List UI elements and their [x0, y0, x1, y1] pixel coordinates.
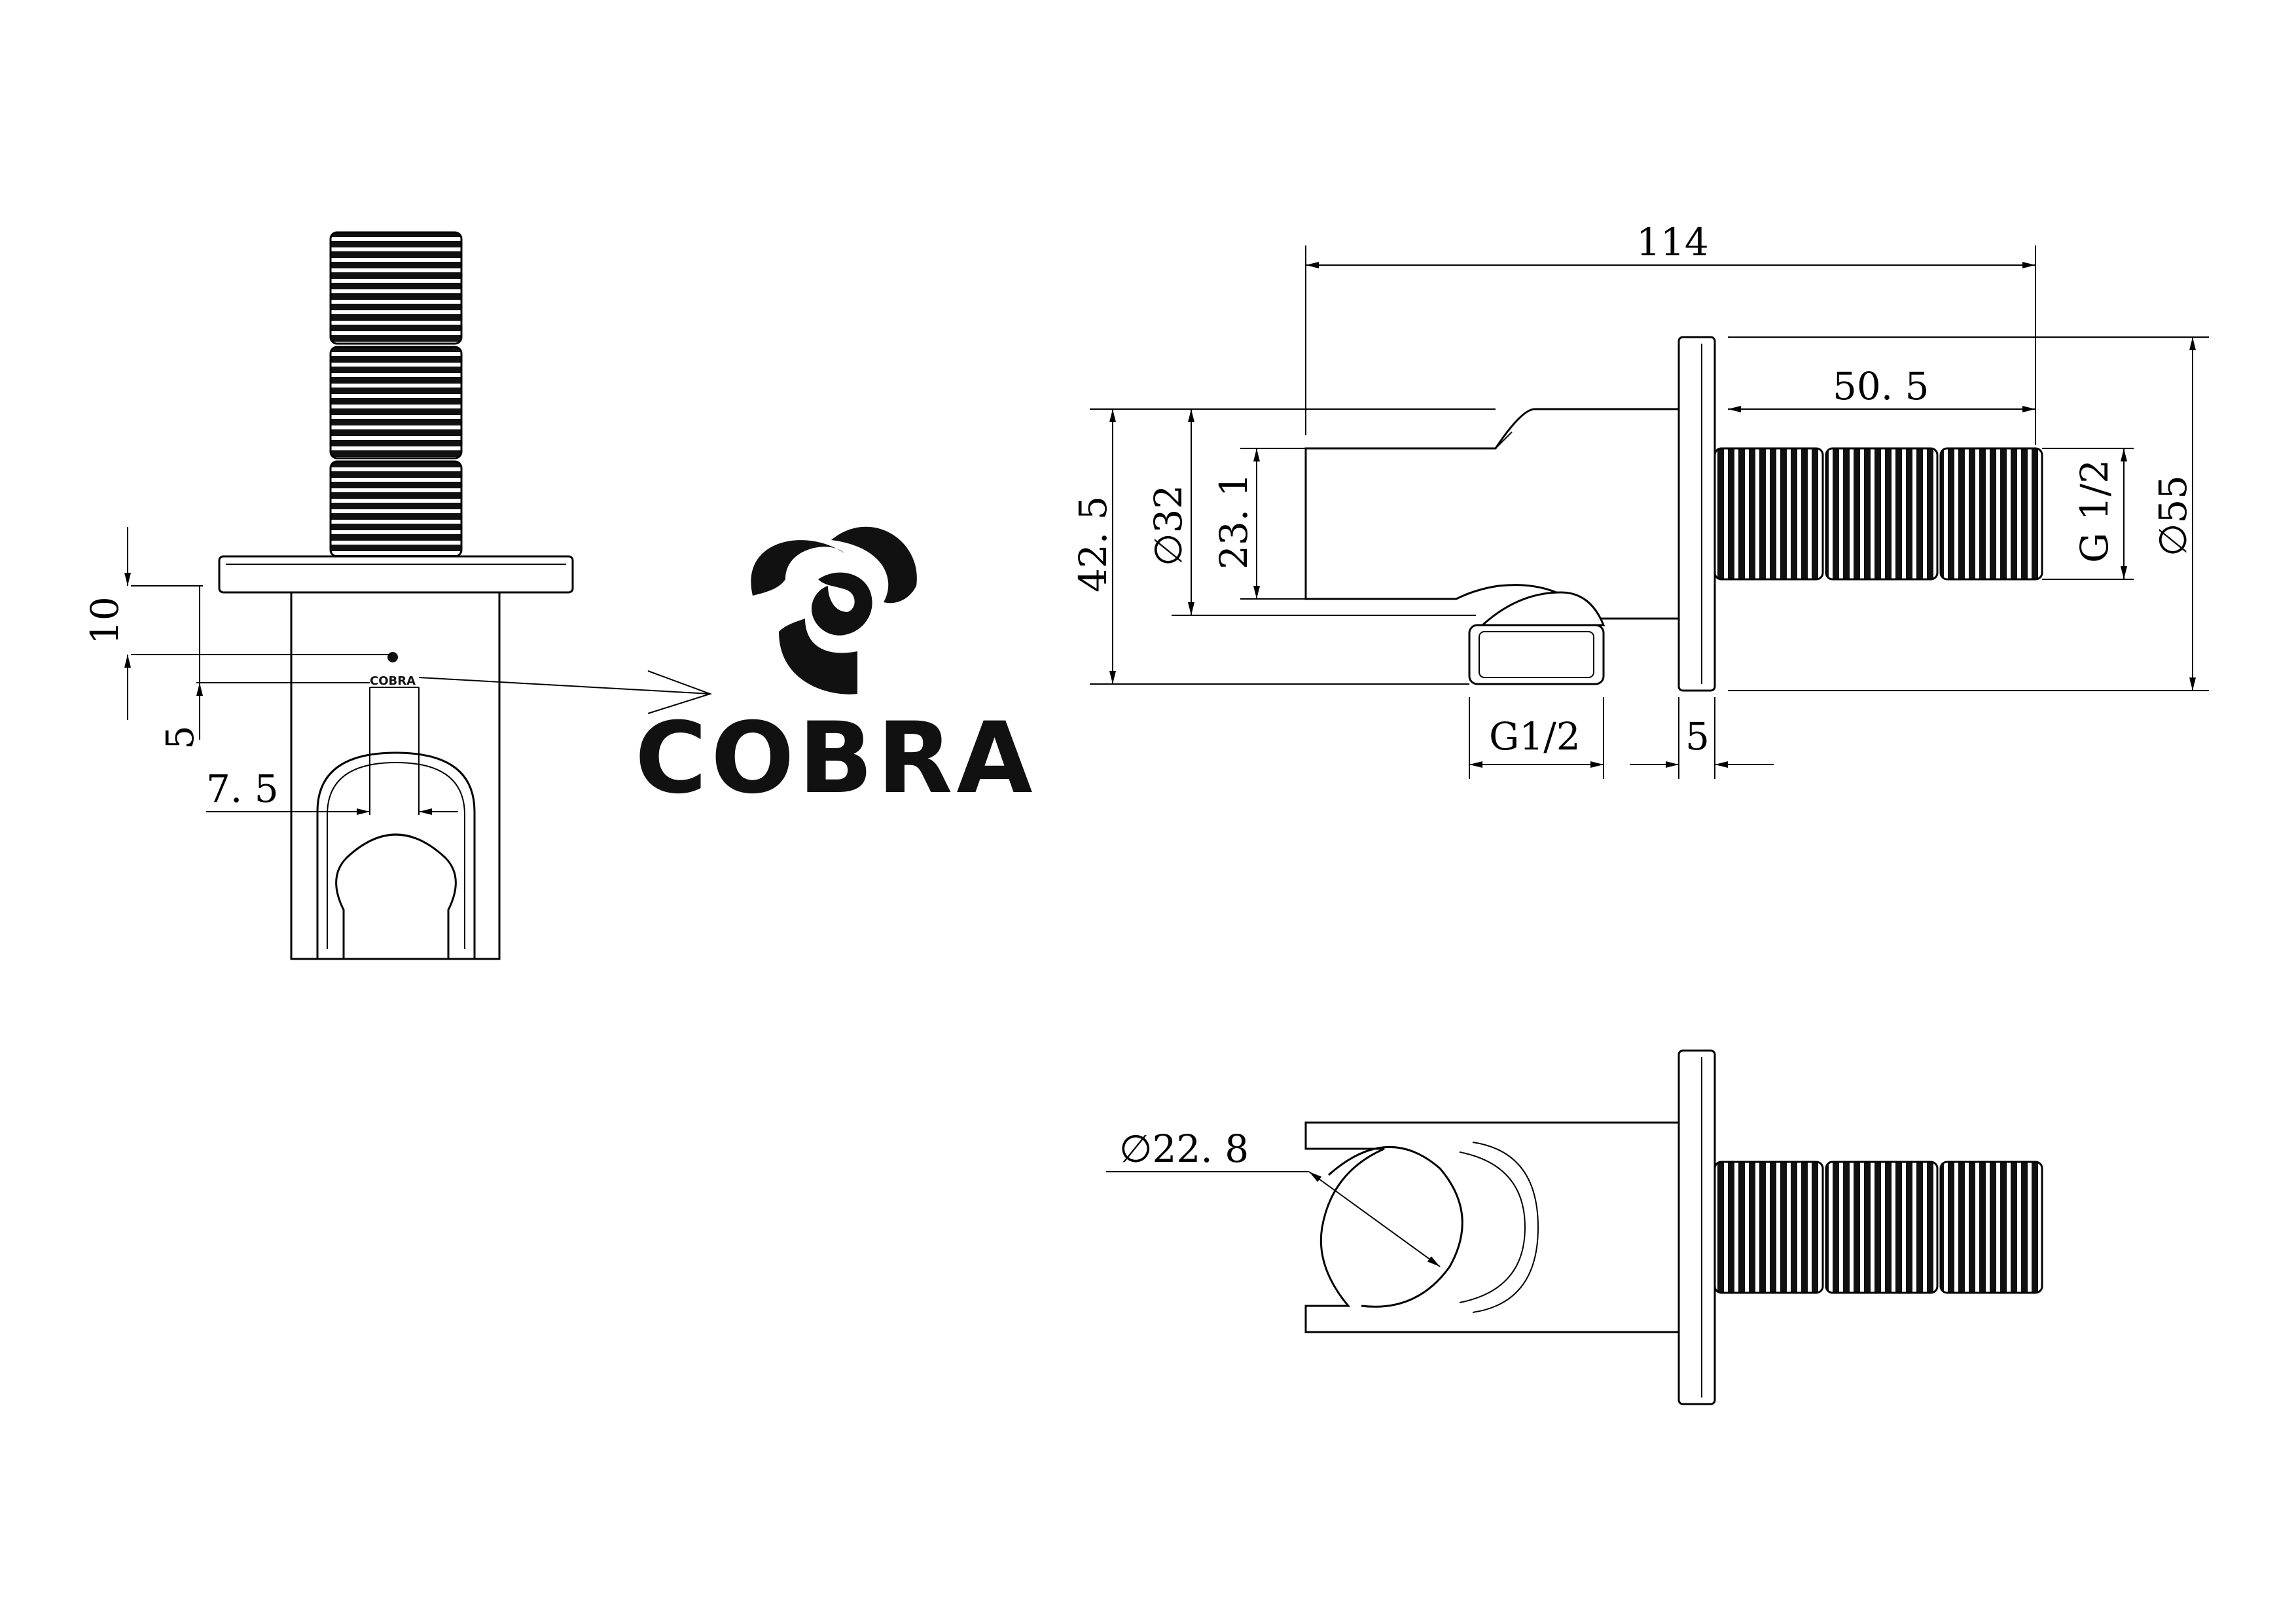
- cobra-logo-text: COBRA: [635, 702, 1037, 816]
- front-thread-mid: [329, 346, 463, 460]
- side-outlet-nut: [1480, 591, 1605, 626]
- side-view: 114 50. 5 ∅55 G 1/2 42. 5 ∅32 23. 1 G1/2: [1071, 220, 2209, 779]
- front-holder-outline: [316, 751, 476, 960]
- front-thread-upper: [329, 231, 463, 345]
- dim-thread-length: 50. 5: [1833, 364, 1929, 408]
- side-flange: [1677, 336, 1716, 692]
- front-view: COBRA 10 5 7. 5: [82, 231, 713, 960]
- cobra-logo: COBRA: [635, 526, 1037, 816]
- dim-diameter-body: ∅32: [1146, 485, 1191, 566]
- top-flange: [1677, 1049, 1716, 1405]
- dim-overall-length: 114: [1636, 220, 1709, 264]
- side-thread-3: [1939, 447, 2043, 581]
- top-thread-1: [1713, 1161, 1824, 1294]
- dim-hook-diameter: ∅22. 8: [1119, 1127, 1249, 1171]
- side-thread-2: [1825, 447, 1939, 581]
- dim-front-bottom: 5: [158, 725, 202, 749]
- dim-height-total: 42. 5: [1071, 496, 1115, 592]
- top-thread-3: [1939, 1161, 2043, 1294]
- front-body: [290, 591, 501, 960]
- side-outlet-body: [1468, 624, 1605, 685]
- top-hook: [1328, 1146, 1463, 1308]
- dim-front-width: 7. 5: [206, 767, 279, 811]
- dim-flange-diameter: ∅55: [2151, 475, 2195, 556]
- cobra-logo-mark: [751, 526, 917, 695]
- dim-flange-thickness: 5: [1685, 714, 1710, 759]
- front-flange: [218, 555, 574, 594]
- top-view: ∅22. 8: [1106, 1049, 2043, 1405]
- dim-front-top: 10: [82, 596, 127, 645]
- dim-thread-size: G 1/2: [2072, 460, 2117, 563]
- side-thread-1: [1713, 447, 1824, 581]
- top-thread-2: [1825, 1161, 1939, 1294]
- front-tiny-logo: COBRA: [370, 674, 416, 688]
- front-thread-lower: [329, 460, 463, 558]
- side-holder-body: [1304, 408, 1680, 620]
- dim-outlet-thread: G1/2: [1489, 714, 1581, 759]
- dim-holder-height: 23. 1: [1211, 473, 1256, 569]
